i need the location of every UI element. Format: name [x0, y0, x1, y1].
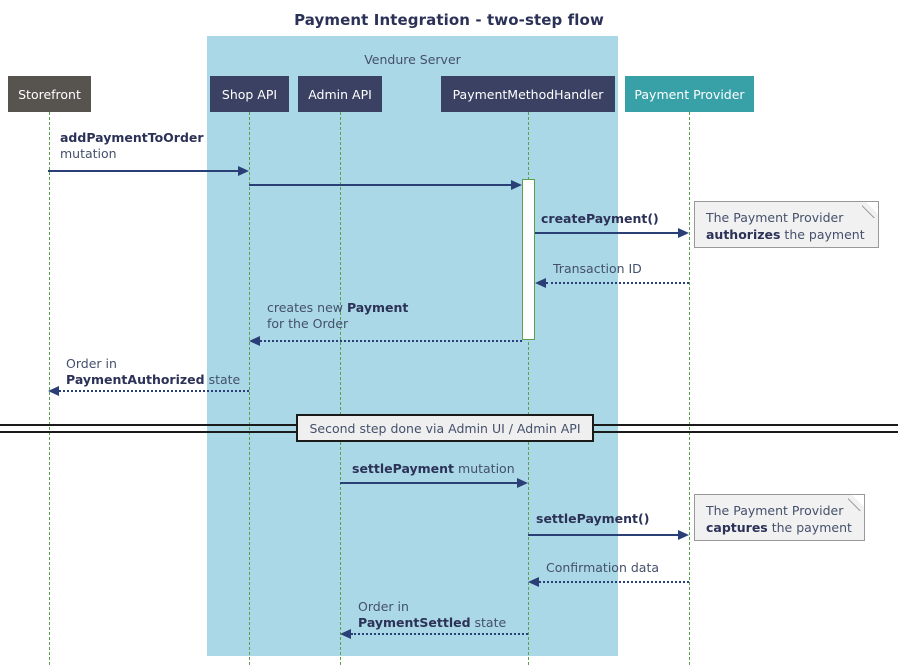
message-text-order-payment-authorized-bold: PaymentAuthorized [66, 372, 205, 387]
divider-line-bottom-right [592, 431, 898, 433]
message-text-add-payment-to-order-line2: mutation [60, 146, 117, 161]
message-arrow-confirmation-data [539, 581, 689, 583]
message-arrow-transaction-id [546, 282, 689, 284]
lifeline-payment-provider [689, 112, 690, 665]
participant-label-storefront: Storefront [18, 86, 81, 102]
lifeline-payment-method-handler [528, 112, 529, 665]
message-label-order-payment-settled: Order in PaymentSettled state [358, 599, 506, 631]
message-arrowhead-create-payment [678, 228, 689, 238]
message-text-confirmation-data: Confirmation data [546, 560, 660, 575]
diagram-title: Payment Integration - two-step flow [294, 11, 604, 29]
divider-label: Second step done via Admin UI / Admin AP… [309, 420, 581, 436]
message-arrowhead-add-payment-to-order [238, 166, 249, 176]
participant-payment-method-handler[interactable]: PaymentMethodHandler [441, 76, 615, 112]
message-label-settle-payment-call: settlePayment() [536, 511, 649, 527]
message-text-transaction-id: Transaction ID [553, 261, 642, 276]
note-capture-line1: The Payment Provider [706, 503, 844, 518]
message-label-transaction-id: Transaction ID [553, 261, 642, 277]
message-arrowhead-settle-payment-call [678, 530, 689, 540]
message-text-order-payment-settled-post: state [470, 615, 507, 630]
message-text-settle-payment-call: settlePayment() [536, 511, 650, 526]
note-capture-line2-bold: captures [706, 520, 768, 535]
note-authorize-line2-bold: authorizes [706, 227, 781, 242]
message-text-order-payment-settled-bold: PaymentSettled [358, 615, 471, 630]
message-text-create-payment: createPayment() [541, 211, 659, 226]
participant-label-payment-method-handler: PaymentMethodHandler [452, 86, 604, 102]
message-arrowhead-order-payment-authorized [48, 386, 59, 396]
note-fold-edge-icon-2 [848, 494, 865, 511]
message-arrowhead-creates-new-payment [249, 336, 260, 346]
message-arrowhead-transaction-id [535, 278, 546, 288]
message-arrow-order-payment-settled [351, 633, 528, 635]
divider-box-second-step: Second step done via Admin UI / Admin AP… [296, 414, 594, 442]
message-arrow-settle-payment-mutation [340, 482, 517, 484]
message-text-order-payment-authorized-line1: Order in [66, 356, 117, 371]
message-text-settle-payment-mutation-post: mutation [454, 461, 515, 476]
participant-label-admin-api: Admin API [308, 86, 372, 102]
note-fold-edge-icon [862, 201, 879, 218]
group-label-vendure-server: Vendure Server [364, 52, 461, 67]
message-label-settle-payment-mutation: settlePayment mutation [352, 461, 515, 477]
note-authorize-line2-post: the payment [780, 227, 865, 242]
group-box-vendure-server [207, 36, 618, 656]
note-capture: The Payment Provider captures the paymen… [694, 494, 865, 541]
message-text-order-payment-authorized-post: state [204, 372, 241, 387]
message-label-add-payment-to-order: addPaymentToOrder mutation [60, 130, 204, 162]
message-label-order-payment-authorized: Order in PaymentAuthorized state [66, 356, 240, 388]
message-text-add-payment-to-order-bold: addPaymentToOrder [60, 130, 204, 145]
message-text-order-payment-settled-line1: Order in [358, 599, 409, 614]
lifeline-admin-api [340, 112, 341, 665]
participant-shop-api[interactable]: Shop API [210, 76, 289, 112]
message-arrowhead-order-payment-settled [340, 629, 351, 639]
lifeline-shop-api [249, 112, 250, 665]
message-label-creates-new-payment: creates new Payment for the Order [267, 300, 408, 332]
message-arrow-settle-payment-call [528, 534, 678, 536]
activation-bar-payment-method-handler [522, 179, 535, 340]
message-arrow-order-payment-authorized [59, 390, 249, 392]
participant-label-shop-api: Shop API [221, 86, 278, 102]
participant-storefront[interactable]: Storefront [8, 76, 91, 112]
message-arrow-create-payment [535, 232, 678, 234]
message-text-settle-payment-mutation-bold: settlePayment [352, 461, 455, 476]
note-authorize: The Payment Provider authorizes the paym… [694, 201, 879, 248]
message-arrowhead-settle-payment-mutation [517, 478, 528, 488]
message-text-creates-new-payment-line2: for the Order [267, 316, 349, 331]
message-arrow-shop-api-to-handler [249, 184, 511, 186]
message-label-create-payment: createPayment() [541, 211, 659, 227]
note-authorize-line1: The Payment Provider [706, 210, 844, 225]
note-capture-line2-post: the payment [767, 520, 852, 535]
message-arrowhead-confirmation-data [528, 577, 539, 587]
participant-payment-provider[interactable]: Payment Provider [625, 76, 754, 112]
message-arrow-add-payment-to-order [48, 170, 238, 172]
divider-line-bottom-left [0, 431, 298, 433]
message-text-creates-new-payment-pre: creates new [267, 300, 347, 315]
participant-label-payment-provider: Payment Provider [634, 86, 745, 102]
message-arrow-creates-new-payment [260, 340, 522, 342]
divider-line-top-left [0, 424, 298, 426]
divider-line-top-right [592, 424, 898, 426]
message-arrowhead-shop-api-to-handler [511, 180, 522, 190]
message-label-confirmation-data: Confirmation data [546, 560, 659, 576]
participant-admin-api[interactable]: Admin API [298, 76, 382, 112]
message-text-creates-new-payment-bold: Payment [346, 300, 409, 315]
